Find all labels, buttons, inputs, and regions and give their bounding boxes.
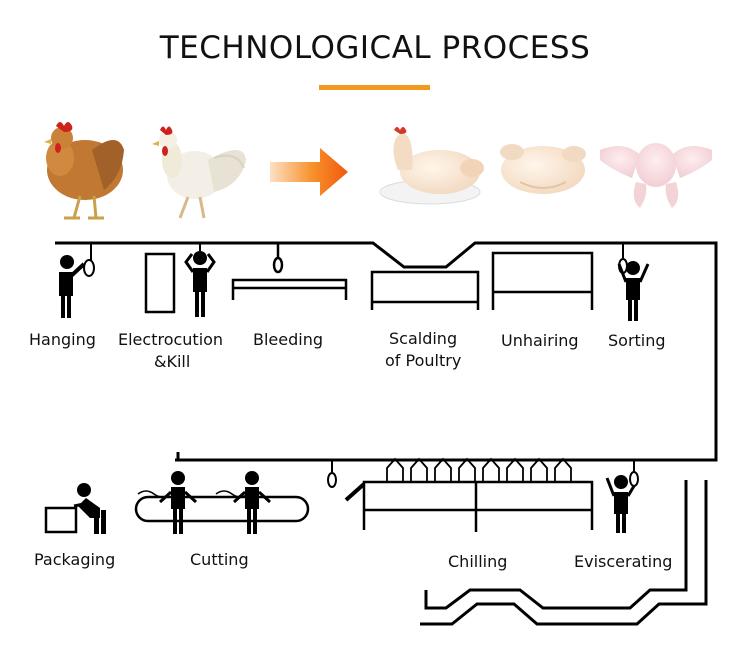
step-label-cutting: Cutting	[190, 550, 249, 569]
return-conveyor-line	[420, 480, 708, 626]
page-title: TECHNOLOGICAL PROCESS	[159, 30, 591, 66]
bleeding-trough	[231, 243, 348, 300]
plucked-chicken-picture	[500, 144, 586, 194]
scalded-chicken-picture	[379, 127, 484, 205]
chilling-vents	[386, 457, 572, 482]
step-label-chilling: Chilling	[448, 552, 508, 571]
live-hen-picture	[44, 122, 124, 220]
sorting-station	[617, 243, 650, 321]
process-arrow-icon	[270, 148, 348, 196]
scalding-tank	[370, 270, 480, 310]
step-label-sorting: Sorting	[608, 331, 666, 350]
step-label-electrocution: Electrocution	[118, 330, 224, 349]
hanging-station	[59, 243, 95, 318]
worker-hanging-icon	[59, 255, 86, 318]
title-underline	[319, 85, 430, 90]
worker-cutting-icon	[232, 471, 272, 534]
worker-electrocution-icon	[184, 251, 216, 317]
step-label-eviscerating: Eviscerating	[574, 552, 673, 571]
cutting-conveyor	[134, 471, 310, 534]
chilling-tank	[344, 457, 594, 532]
step-label-hanging: Hanging	[29, 330, 96, 349]
worker-packaging-icon	[73, 483, 106, 534]
eviscerating-station	[605, 460, 639, 533]
chicken-cut-parts-picture	[600, 143, 712, 208]
packaging-station	[44, 483, 106, 534]
live-rooster-picture	[152, 126, 246, 219]
step-label-unhairing: Unhairing	[501, 331, 579, 350]
electrocution-station	[144, 243, 216, 317]
step-label-kill: &Kill	[154, 352, 191, 371]
chilling-hook	[327, 460, 337, 488]
step-label-packaging: Packaging	[34, 550, 116, 569]
step-label-scalding: Scalding	[389, 329, 458, 348]
worker-cutting-icon	[158, 471, 198, 534]
step-label-of-poultry: of Poultry	[385, 351, 462, 370]
step-label-bleeding: Bleeding	[253, 330, 324, 349]
unhairing-machine	[491, 251, 594, 310]
worker-sorting-icon	[617, 261, 650, 321]
worker-eviscerating-icon	[605, 475, 636, 533]
